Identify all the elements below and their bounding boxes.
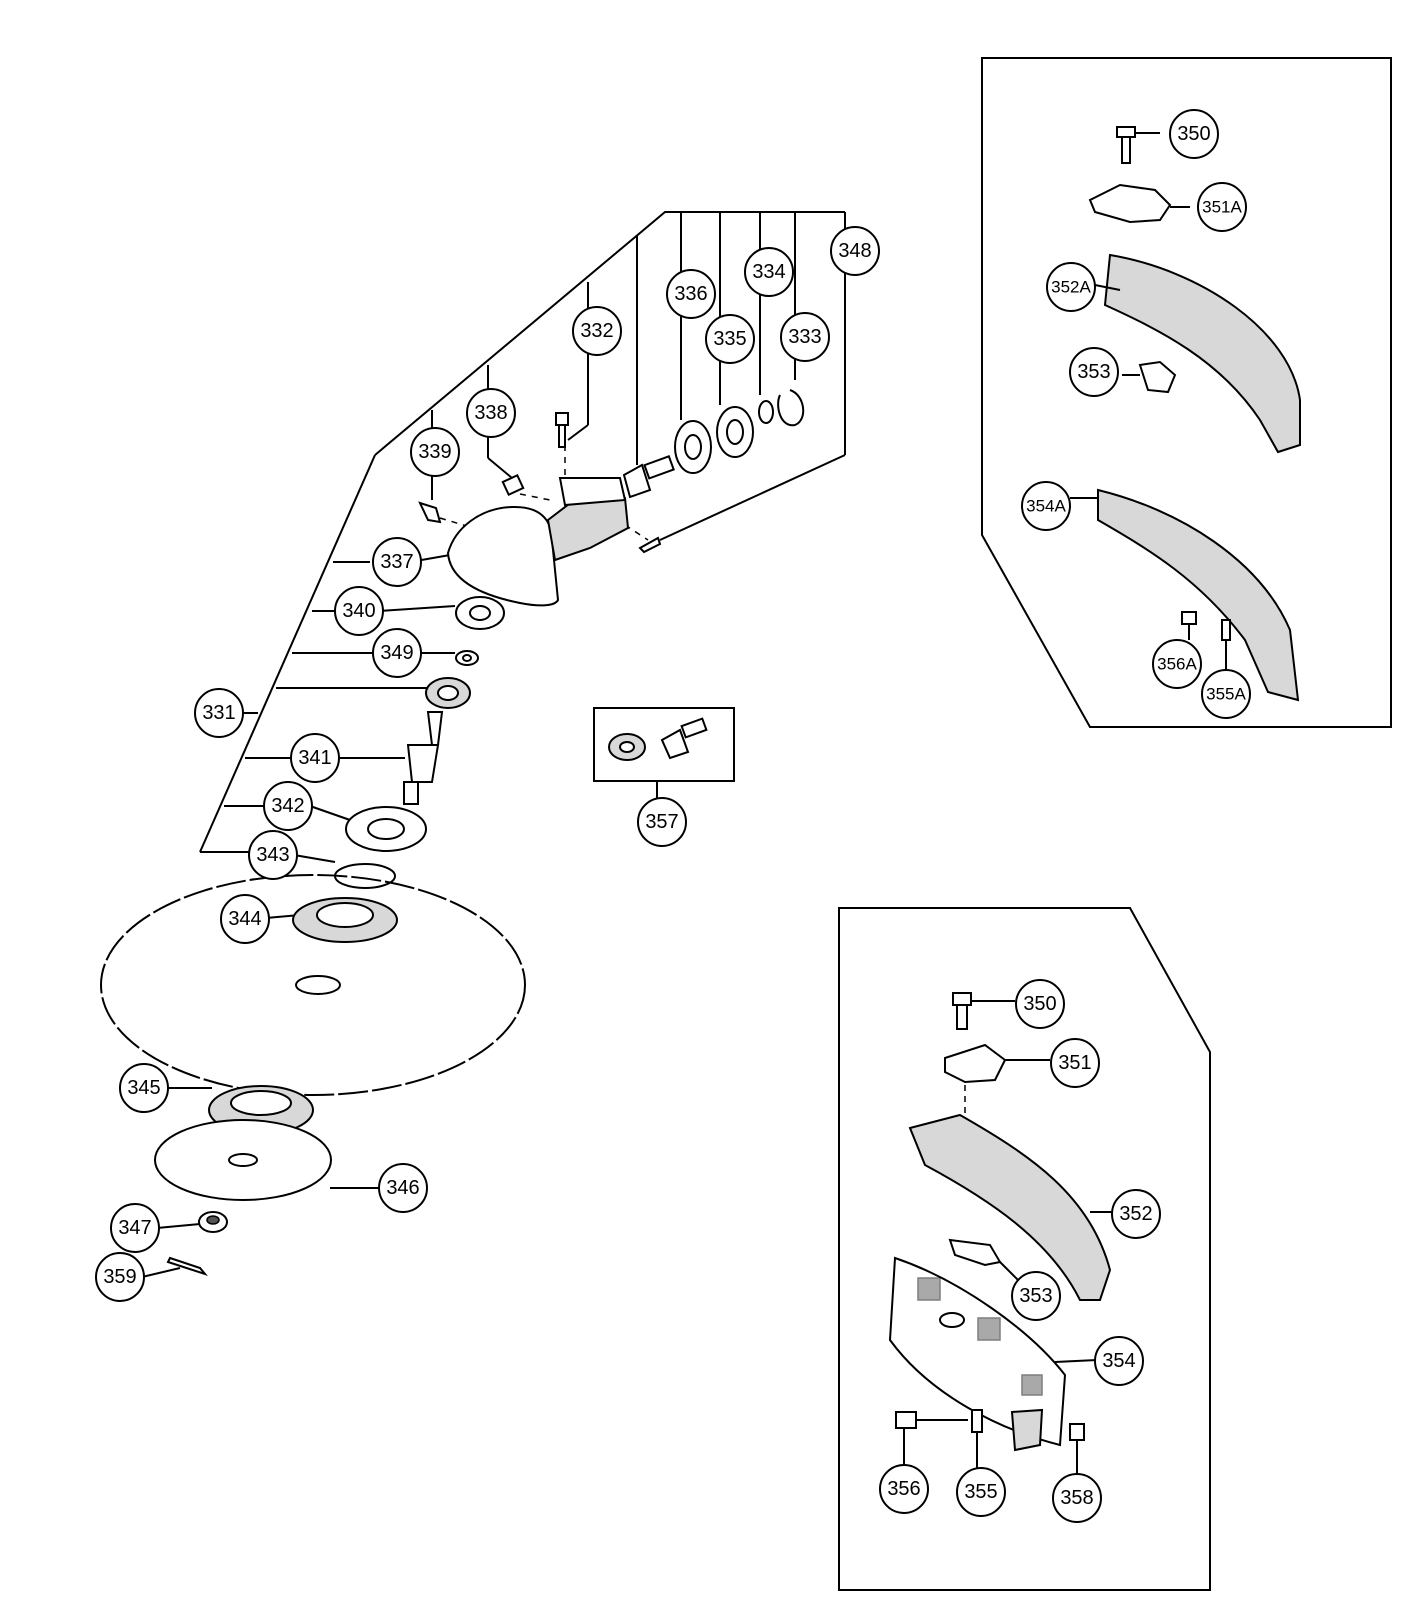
callout-352A: 352A (1046, 262, 1096, 312)
guard-inset-top (981, 57, 1392, 728)
callout-343-label: 343 (256, 844, 289, 866)
callout-331: 331 (194, 688, 244, 738)
callout-337: 337 (372, 537, 422, 587)
callout-348: 348 (830, 226, 880, 276)
callout-351A: 351A (1197, 182, 1247, 232)
callout-340: 340 (334, 586, 384, 636)
callout-350-top: 350 (1169, 109, 1219, 159)
callout-336: 336 (666, 269, 716, 319)
callout-351: 351 (1050, 1038, 1100, 1088)
callout-338: 338 (466, 388, 516, 438)
callout-334-label: 334 (752, 261, 785, 283)
callout-352: 352 (1111, 1189, 1161, 1239)
callout-340-label: 340 (342, 600, 375, 622)
callout-332-label: 332 (580, 320, 613, 342)
callout-350-bottom-label: 350 (1023, 993, 1056, 1015)
callout-344: 344 (220, 894, 270, 944)
callout-339-label: 339 (418, 441, 451, 463)
callout-333-label: 333 (788, 326, 821, 348)
callout-353-top-label: 353 (1077, 361, 1110, 383)
callout-356-label: 356 (887, 1478, 920, 1500)
part-357-inset (593, 707, 735, 782)
callout-341: 341 (290, 733, 340, 783)
callout-335-label: 335 (713, 328, 746, 350)
callout-352A-label: 352A (1051, 278, 1091, 297)
callout-359: 359 (95, 1252, 145, 1302)
callout-350-bottom: 350 (1015, 979, 1065, 1029)
callout-357: 357 (637, 797, 687, 847)
callout-355: 355 (956, 1467, 1006, 1517)
callout-342: 342 (263, 781, 313, 831)
callout-355A-label: 355A (1206, 685, 1246, 704)
callout-346-label: 346 (386, 1177, 419, 1199)
callout-353-bottom-label: 353 (1019, 1285, 1052, 1307)
callout-355A: 355A (1201, 669, 1251, 719)
callout-351A-label: 351A (1202, 198, 1242, 217)
callout-353-top: 353 (1069, 347, 1119, 397)
callouts: 331 332 333 334 335 336 337 338 339 340 … (95, 109, 1251, 1523)
callout-331-label: 331 (202, 702, 235, 724)
callout-339: 339 (410, 427, 460, 477)
callout-356: 356 (879, 1464, 929, 1514)
callout-334: 334 (744, 247, 794, 297)
callout-349-label: 349 (380, 642, 413, 664)
callout-345-label: 345 (127, 1077, 160, 1099)
callout-353-bottom: 353 (1011, 1271, 1061, 1321)
callout-343: 343 (248, 830, 298, 880)
callout-346: 346 (378, 1163, 428, 1213)
callout-333: 333 (780, 312, 830, 362)
callout-357-label: 357 (645, 811, 678, 833)
callout-351-label: 351 (1058, 1052, 1091, 1074)
callout-338-label: 338 (474, 402, 507, 424)
callout-355-label: 355 (964, 1481, 997, 1503)
callout-347-label: 347 (118, 1217, 151, 1239)
callout-347: 347 (110, 1203, 160, 1253)
callout-350-top-label: 350 (1177, 123, 1210, 145)
callout-354A-label: 354A (1026, 497, 1066, 516)
callout-354: 354 (1094, 1336, 1144, 1386)
callout-354A: 354A (1021, 481, 1071, 531)
callout-345: 345 (119, 1063, 169, 1113)
callout-352-label: 352 (1119, 1203, 1152, 1225)
guard-inset-bottom (838, 907, 1211, 1591)
callout-359-label: 359 (103, 1266, 136, 1288)
callout-356A: 356A (1152, 639, 1202, 689)
callout-356A-label: 356A (1157, 655, 1197, 674)
callout-344-label: 344 (228, 908, 261, 930)
callout-349: 349 (372, 628, 422, 678)
callout-336-label: 336 (674, 283, 707, 305)
callout-354-label: 354 (1102, 1350, 1135, 1372)
callout-335: 335 (705, 314, 755, 364)
callout-348-label: 348 (838, 240, 871, 262)
callout-341-label: 341 (298, 747, 331, 769)
callout-358: 358 (1052, 1473, 1102, 1523)
callout-358-label: 358 (1060, 1487, 1093, 1509)
leader-lines (141, 211, 846, 1278)
main-assembly-parts (100, 389, 805, 1277)
callout-332: 332 (572, 306, 622, 356)
callout-342-label: 342 (271, 795, 304, 817)
callout-337-label: 337 (380, 551, 413, 573)
